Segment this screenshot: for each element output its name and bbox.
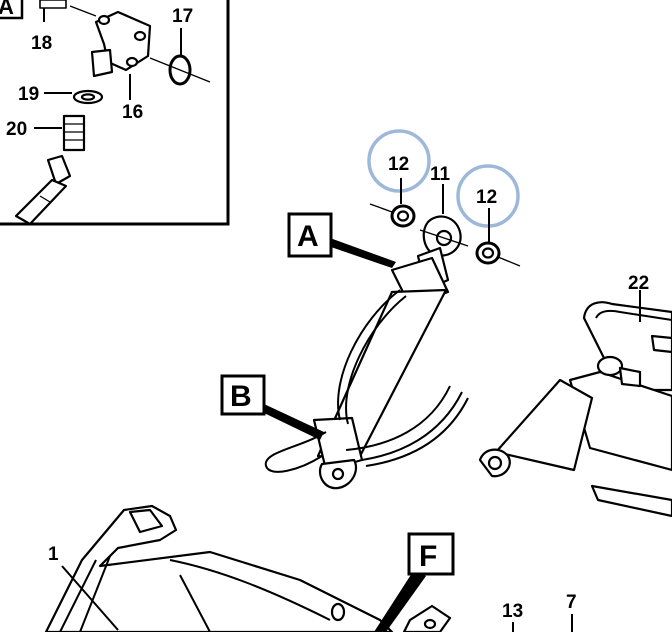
highlight-circle-12-left	[367, 129, 431, 193]
callout-17: 17	[172, 6, 193, 27]
boom-frame: 1	[44, 504, 452, 634]
view-box-f: F	[374, 532, 455, 632]
part-12-bushing-left: 12	[369, 154, 416, 228]
part-16-elbow-fitting: 16	[90, 10, 152, 123]
inset-detail: A 18 16 17	[0, 0, 230, 226]
view-letter-f: F	[419, 540, 437, 573]
part-11-cylinder-eye: 11	[419, 164, 469, 257]
callout-13: 13	[502, 601, 523, 622]
part-12-bushing-right: 12	[475, 187, 521, 267]
callout-7-group: 7	[566, 592, 577, 632]
callout-19: 19	[18, 84, 39, 105]
hose-end	[14, 154, 72, 226]
callout-11: 11	[430, 164, 451, 185]
callout-12-right: 12	[476, 187, 497, 208]
inset-view-box-a: A	[0, 0, 24, 20]
callout-7: 7	[566, 592, 577, 613]
part-19-washer: 19	[18, 84, 104, 105]
hydraulic-cylinder	[264, 246, 469, 490]
view-letter-b: B	[230, 380, 252, 413]
callout-22: 22	[628, 273, 649, 294]
callout-12-left: 12	[388, 154, 409, 175]
view-letter-a: A	[297, 220, 319, 253]
part-18-bolt: 18	[31, 0, 97, 54]
callout-16: 16	[122, 102, 143, 123]
part-17-o-ring: 17	[149, 6, 211, 86]
part-22-bracket: 22	[478, 273, 672, 518]
part-20-adapter: 20	[6, 114, 86, 152]
view-box-a: A	[287, 212, 396, 268]
view-box-b: B	[220, 374, 324, 440]
callout-20: 20	[6, 119, 27, 140]
inset-view-letter: A	[0, 0, 14, 19]
callout-18: 18	[31, 33, 52, 54]
callout-1: 1	[48, 544, 59, 565]
callout-13-group: 13	[502, 601, 523, 632]
